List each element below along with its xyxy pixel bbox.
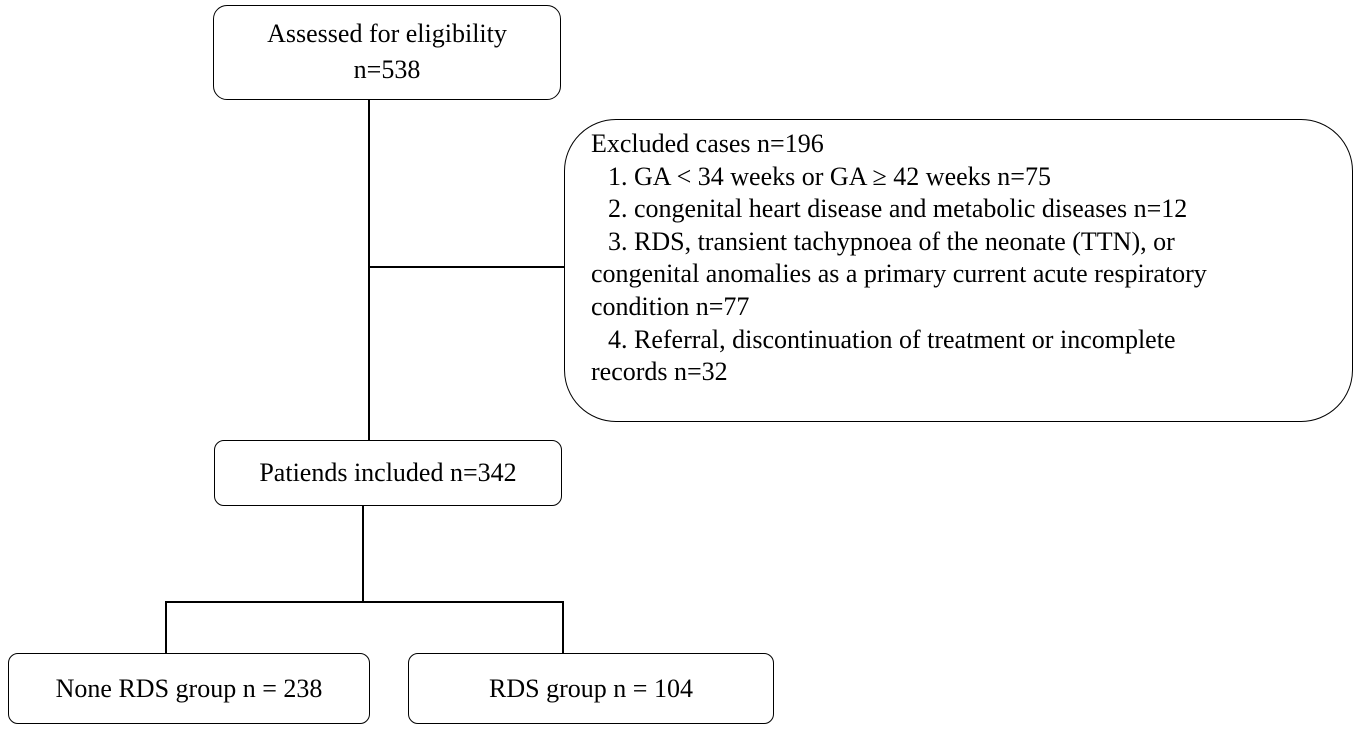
excluded-item-3-line-3: condition n=77 [591,291,750,321]
connector-main-vertical [368,100,370,440]
excluded-item-1: 1. GA < 34 weeks or GA ≥ 42 weeks n=75 [608,161,1051,191]
connector-split-horizontal [165,601,563,603]
excluded-item-3-line-1: 3. RDS, transient tachypnoea of the neon… [608,226,1175,256]
included-box: Patiends included n=342 [214,440,562,506]
connector-to-rds [562,601,564,653]
excluded-box: Excluded cases n=196 1. GA < 34 weeks or… [564,119,1353,422]
rds-group-box: RDS group n = 104 [408,653,774,724]
excluded-item-4-line-2: records n=32 [591,357,728,387]
excluded-title: Excluded cases n=196 [591,129,824,158]
assessed-count: n=538 [353,55,421,84]
connector-to-excluded [368,266,564,268]
connector-to-none-rds [165,601,167,653]
assessed-box: Assessed for eligibility n=538 [213,5,561,100]
excluded-item-3-line-2: congenital anomalies as a primary curren… [591,259,1207,289]
none-rds-group-box: None RDS group n = 238 [8,653,370,724]
none-rds-group-label: None RDS group n = 238 [55,673,323,703]
excluded-item-2: 2. congenital heart disease and metaboli… [608,194,1188,224]
connector-included-down [362,506,364,602]
rds-group-label: RDS group n = 104 [489,673,693,703]
included-label: Patiends included n=342 [259,458,517,487]
assessed-label: Assessed for eligibility [267,19,507,48]
excluded-item-4-line-1: 4. Referral, discontinuation of treatmen… [608,324,1176,354]
